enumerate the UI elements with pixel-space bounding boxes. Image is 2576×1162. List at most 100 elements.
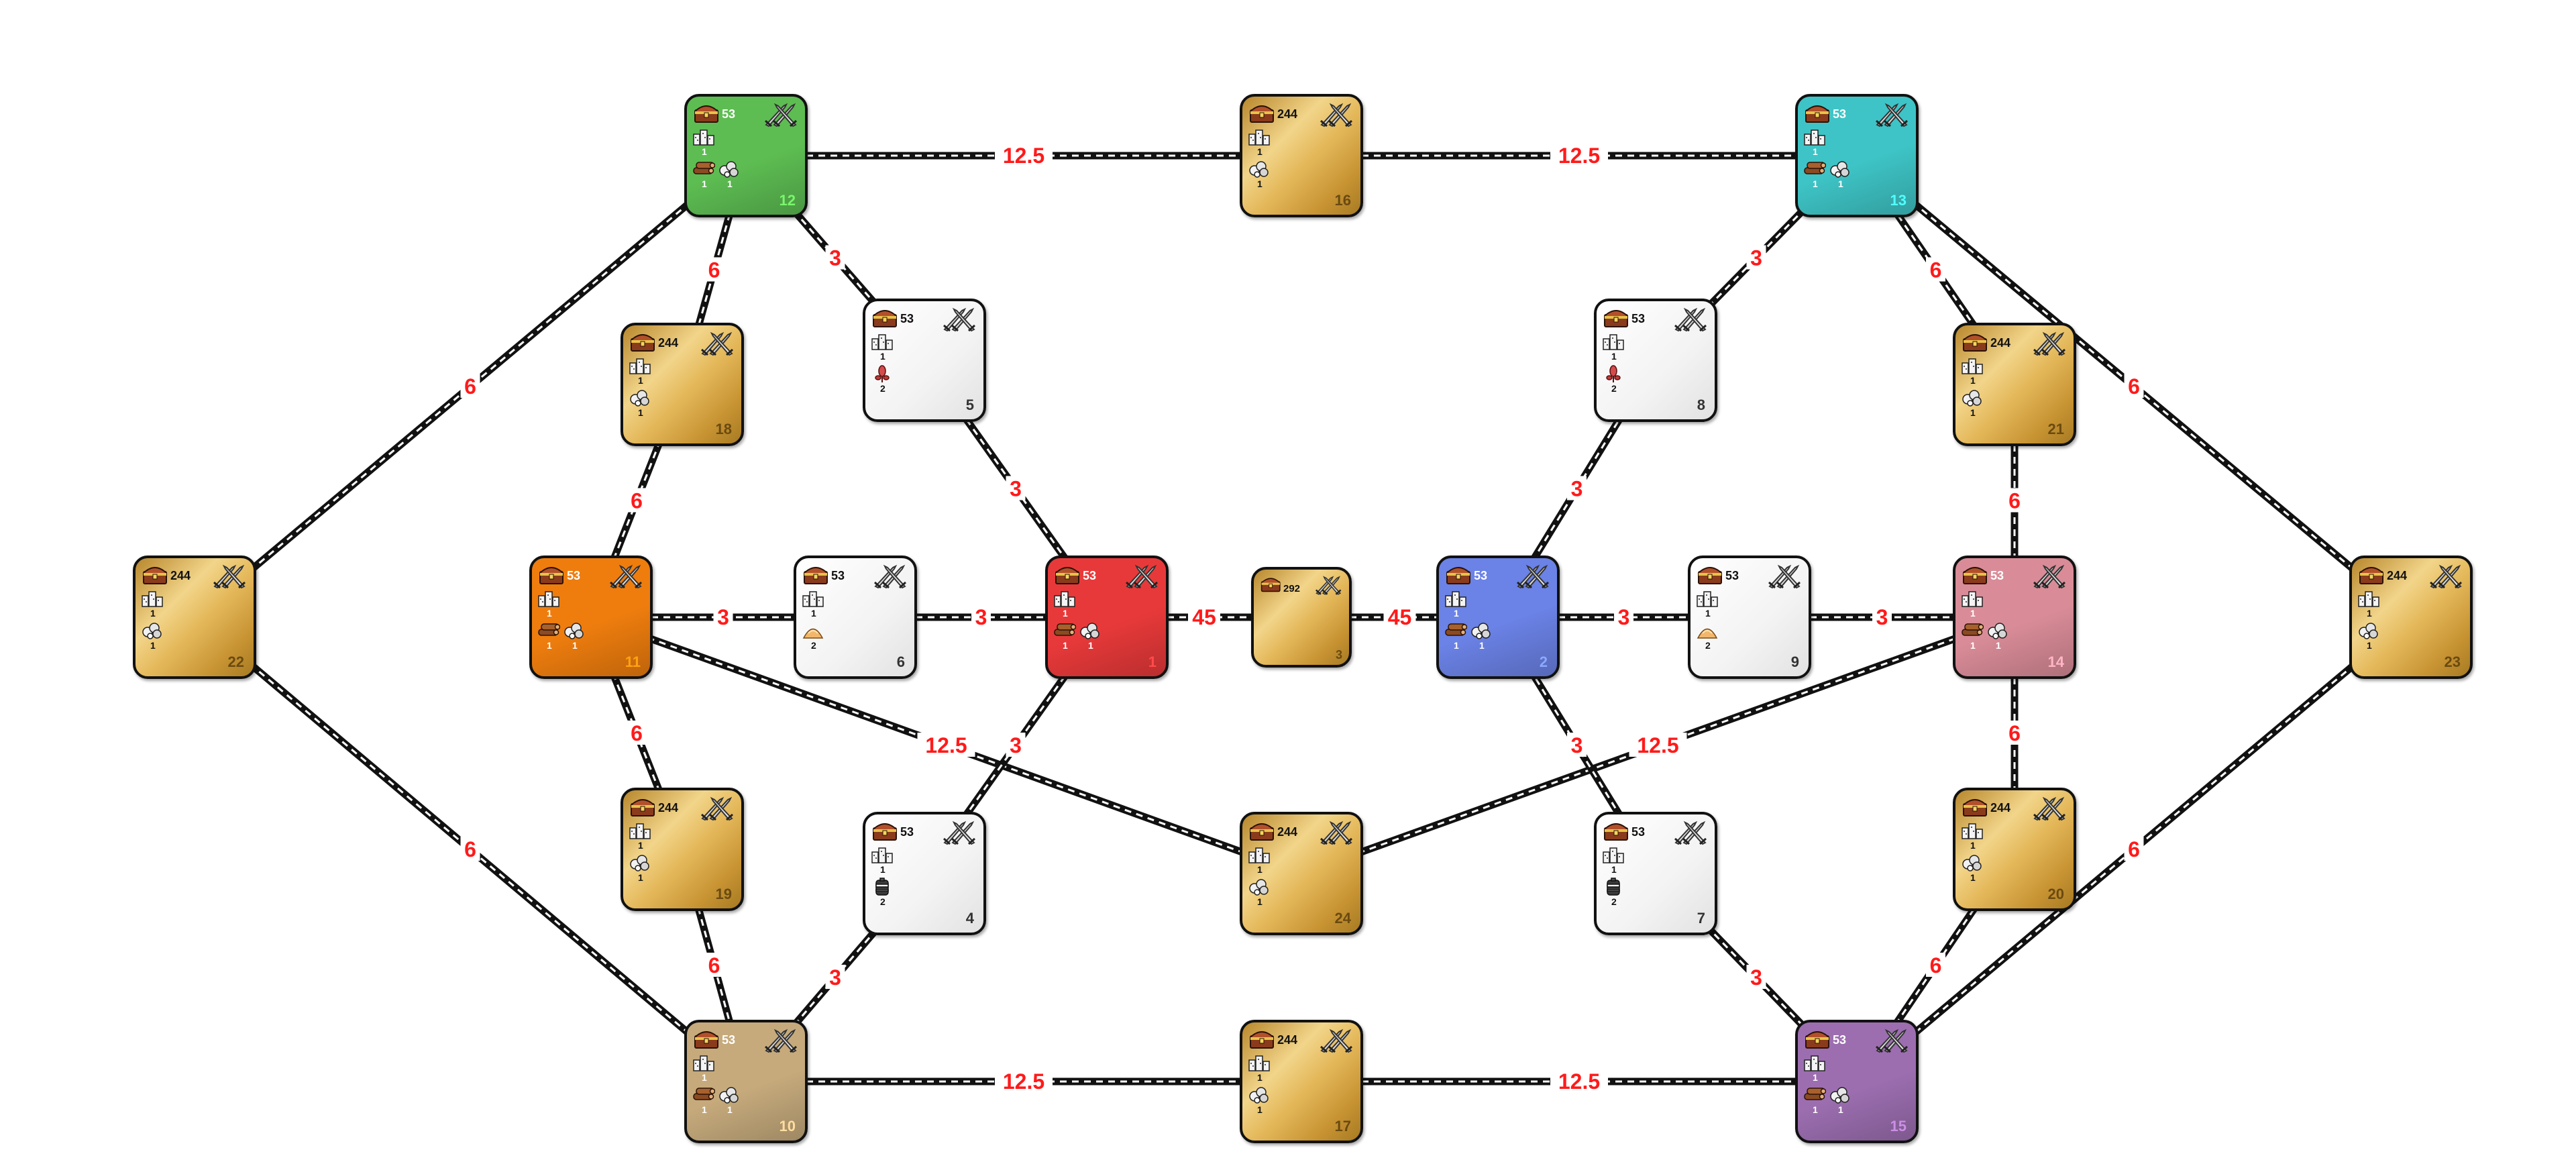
system-number: 17 — [1334, 1118, 1351, 1134]
resource-count: 2 — [1705, 640, 1711, 651]
hyperlane-24-14[interactable]: 12.5 — [1300, 613, 2016, 878]
hyperlane-distance-label: 6 — [2128, 837, 2140, 861]
buildings-icon — [1961, 821, 1984, 840]
hyperlane-12-16[interactable]: 12.5 — [746, 143, 1301, 168]
treasure-chest-icon — [1249, 821, 1275, 841]
hyperlane-label-bg — [1550, 1069, 1608, 1093]
hyperlane-label-bg — [1550, 143, 1608, 167]
hyperlane-label-bg — [704, 953, 724, 977]
hyperlane-label-bg — [1006, 733, 1026, 757]
buildings-icon — [1961, 356, 1984, 375]
hyperlane-label-bg — [1567, 476, 1587, 500]
buildings-count: 1 — [638, 840, 643, 851]
hyperlane-22-10[interactable]: 6 — [192, 614, 749, 1085]
hyperlane-17-15[interactable]: 12.5 — [1301, 1069, 1857, 1094]
treasure-chest-icon — [1962, 332, 1988, 352]
crowns-value: 244 — [2387, 569, 2408, 582]
hyperlane-distance-label: 3 — [829, 246, 841, 270]
hyperlane-distance-label: 12.5 — [1003, 144, 1044, 168]
hyperlane-11-24[interactable]: 12.5 — [590, 613, 1303, 878]
buildings-count: 1 — [1063, 608, 1068, 619]
hyperlane-label-bg — [825, 245, 845, 270]
resource-count: 1 — [638, 872, 643, 883]
crossed-swords-icon — [763, 102, 798, 127]
ore-icon — [1829, 1086, 1851, 1104]
buildings-icon — [871, 332, 894, 351]
crowns-value: 53 — [567, 569, 581, 582]
crowns-value: 53 — [1833, 107, 1847, 121]
treasure-chest-icon — [803, 565, 828, 585]
hyperlane-label-bg — [627, 721, 647, 745]
hyperlane-label-bg — [1746, 245, 1766, 270]
hyperlane-16-13[interactable]: 12.5 — [1301, 143, 1857, 168]
ore-icon — [141, 621, 164, 640]
buildings-icon — [1444, 589, 1467, 608]
hyperlane-label-bg — [460, 837, 480, 861]
ore-icon — [629, 388, 651, 407]
buildings-icon — [1602, 845, 1625, 864]
wood-icon — [1803, 160, 1827, 178]
crossed-swords-icon — [942, 307, 977, 332]
ore-icon — [1470, 621, 1493, 640]
ore-icon — [1986, 621, 2009, 640]
hyperlane-label-bg — [460, 374, 480, 398]
resource-count: 1 — [1257, 1104, 1263, 1115]
ore-icon — [1079, 621, 1102, 640]
crowns-value: 53 — [1631, 825, 1646, 839]
system-number: 12 — [779, 192, 796, 209]
hyperlane-distance-label: 6 — [464, 837, 476, 861]
system-number: 23 — [2444, 653, 2461, 670]
buildings-icon — [1961, 589, 1984, 608]
herb-icon — [871, 364, 894, 383]
buildings-count: 1 — [638, 375, 643, 386]
resource-count: 1 — [1970, 640, 1976, 651]
crowns-value: 244 — [658, 801, 679, 814]
hyperlane-label-bg — [1872, 604, 1892, 629]
resource-count: 2 — [811, 640, 816, 651]
crossed-swords-icon — [608, 564, 643, 589]
system-number: 7 — [1697, 910, 1705, 927]
resource-count: 2 — [880, 896, 885, 907]
wood-icon — [1961, 621, 1984, 640]
crossed-swords-icon — [1874, 102, 1909, 127]
crowns-value: 53 — [1725, 569, 1739, 582]
hyperlane-23-15[interactable]: 6 — [1854, 614, 2414, 1085]
hyperlane-12-22[interactable]: 6 — [192, 152, 749, 621]
hyperlane-distance-label: 3 — [1876, 605, 1888, 629]
buildings-icon — [692, 127, 715, 146]
hyperlane-10-17[interactable]: 12.5 — [746, 1069, 1301, 1094]
oil-icon — [871, 878, 894, 896]
hyperlane-13-23[interactable]: 6 — [1854, 152, 2414, 621]
crossed-swords-icon — [700, 796, 735, 821]
resource-count: 1 — [1257, 178, 1263, 189]
treasure-chest-icon — [1962, 565, 1988, 585]
buildings-icon — [1248, 127, 1271, 146]
treasure-chest-icon — [1603, 821, 1629, 841]
treasure-chest-icon — [539, 565, 564, 585]
